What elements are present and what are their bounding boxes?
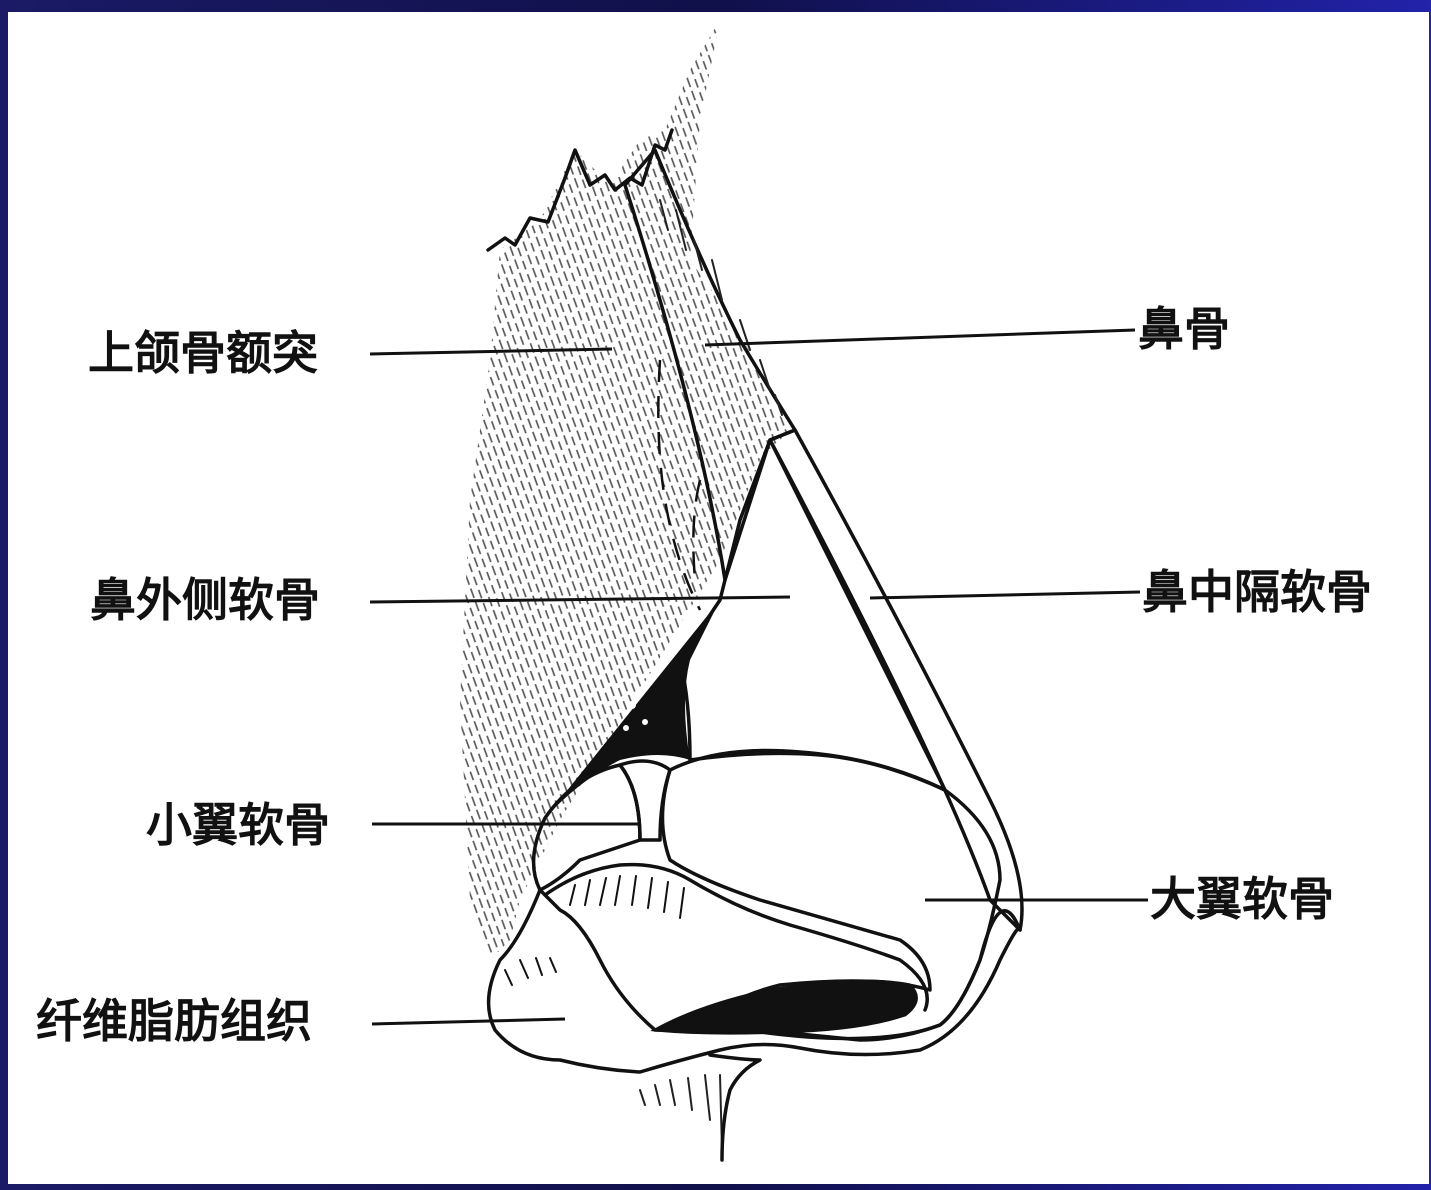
leader-septal-cartilage xyxy=(870,592,1140,598)
label-lesser-alar-cartilage: 小翼软骨 xyxy=(146,802,330,848)
leader-nasal-bone xyxy=(705,330,1135,345)
label-fibrofatty-tissue: 纤维脂肪组织 xyxy=(36,998,312,1044)
ala-fringe xyxy=(570,876,684,918)
upper-lip-hatch xyxy=(640,1075,722,1150)
lip-outline xyxy=(710,1055,760,1160)
label-nasal-bone: 鼻骨 xyxy=(1138,306,1230,352)
septal-cartilage xyxy=(770,430,1022,930)
columella-fringe xyxy=(505,958,556,985)
nostril xyxy=(655,981,916,1033)
label-septal-cartilage: 鼻中隔软骨 xyxy=(1142,569,1372,615)
maxilla-hatch-region xyxy=(460,20,790,960)
leader-fibrofatty xyxy=(372,1019,565,1024)
label-maxilla-frontal-process: 上颌骨额突 xyxy=(88,330,318,376)
label-greater-alar-cartilage: 大翼软骨 xyxy=(1150,876,1334,922)
label-lateral-nasal-cartilage: 鼻外侧软骨 xyxy=(90,577,320,623)
fibrofatty-tissue xyxy=(489,890,1020,1072)
